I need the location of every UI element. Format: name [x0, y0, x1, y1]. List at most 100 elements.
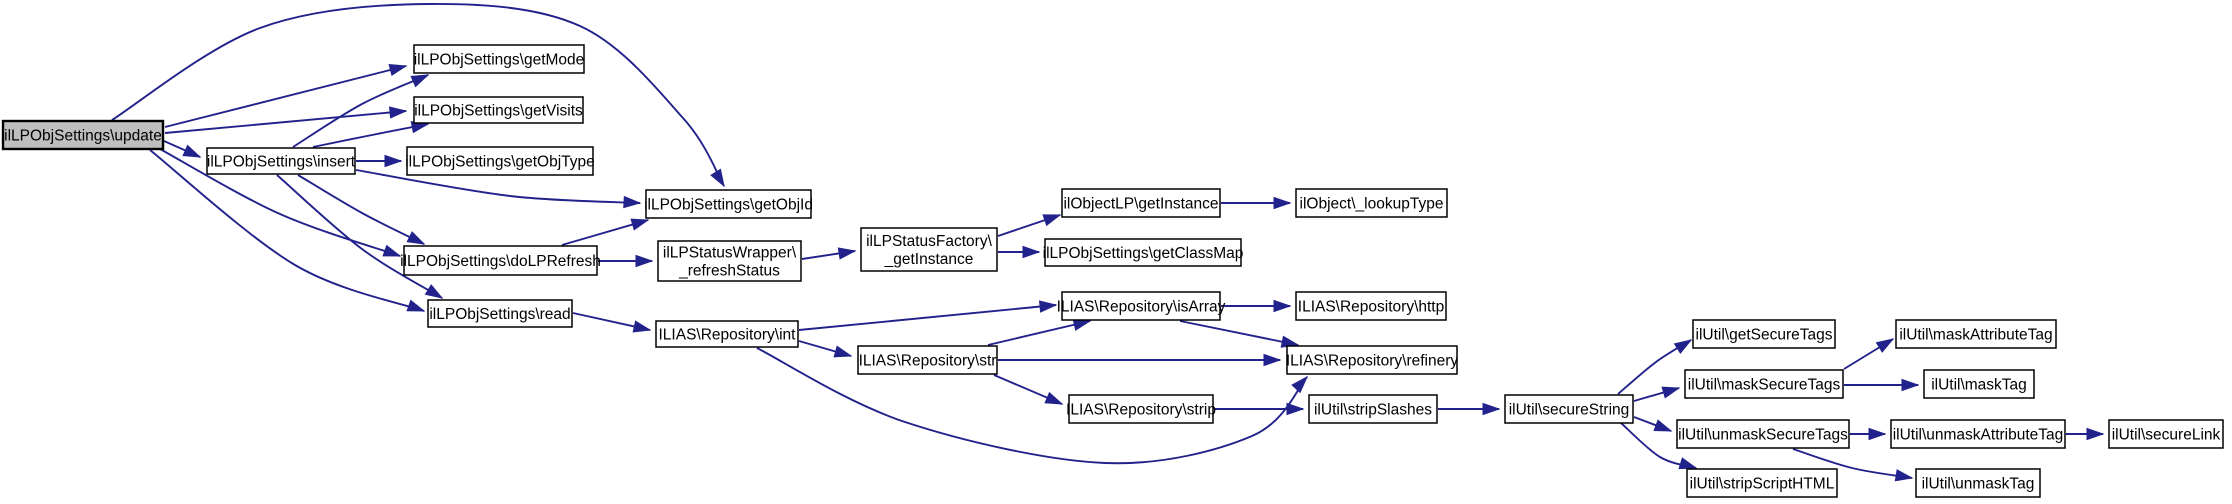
node-getClassMap[interactable]: ilLPObjSettings\getClassMap — [1043, 238, 1244, 267]
node-label: ilLPObjSettings\doLPRefresh — [400, 253, 601, 270]
node-label: ilObject\_lookupType — [1300, 196, 1444, 213]
node-box — [657, 240, 802, 282]
edge-update-getVisits — [164, 106, 408, 134]
node-box — [1061, 188, 1221, 218]
node-secureString[interactable]: ilUtil\secureString — [1504, 394, 1634, 424]
node-http[interactable]: ILIAS\Repository\http — [1295, 291, 1447, 321]
node-secureLink[interactable]: ilUtil\secureLink — [2108, 419, 2224, 449]
node-label: ilObjectLP\getInstance — [1063, 196, 1218, 213]
node-box — [1692, 319, 1836, 349]
node-label: ILIAS\Repository\str — [859, 353, 997, 370]
node-stripScriptHTML[interactable]: ilUtil\stripScriptHTML — [1686, 468, 1838, 498]
node-unmaskTag[interactable]: ilUtil\unmaskTag — [1915, 468, 2041, 498]
edge-insert-read — [276, 174, 444, 299]
node-box — [1684, 369, 1844, 399]
node-label: ilUtil\maskAttributeTag — [1899, 327, 2052, 344]
edge-insert-doLPRefresh — [297, 174, 426, 245]
node-int[interactable]: ILIAS\Repository\int — [655, 320, 799, 348]
edge-secureString-getSecureTags — [1617, 339, 1693, 395]
node-label: ILIAS\Repository\http — [1298, 299, 1444, 316]
node-box — [1068, 394, 1214, 424]
edge-refreshStatus-factoryGetInstance — [801, 247, 857, 260]
node-getMode[interactable]: ilLPObjSettings\getMode — [413, 44, 585, 74]
node-label: ilUtil\maskTag — [1931, 377, 2027, 394]
node-objectLPGetInstance[interactable]: ilObjectLP\getInstance — [1061, 188, 1221, 218]
node-box — [1, 119, 165, 151]
node-update[interactable]: ilLPObjSettings\update — [1, 119, 165, 151]
node-box — [406, 146, 594, 176]
node-box — [1923, 369, 2035, 399]
node-box — [1890, 419, 2066, 449]
edge-insert-getObjId — [355, 169, 642, 209]
node-str[interactable]: ILIAS\Repository\str — [857, 345, 998, 375]
node-box — [1686, 468, 1838, 498]
edge-int-refinery — [756, 347, 1309, 465]
node-lookupType[interactable]: ilObject\_lookupType — [1295, 188, 1448, 218]
node-box — [1676, 419, 1850, 449]
node-box — [403, 245, 598, 276]
node-label: ILIAS\Repository\isArray — [1057, 299, 1226, 316]
edge-maskSecureTags-maskAttributeTag — [1843, 338, 1895, 370]
node-box — [206, 147, 356, 175]
node-doLPRefresh[interactable]: ilLPObjSettings\doLPRefresh — [400, 245, 601, 276]
node-stripSlashes[interactable]: ilUtil\stripSlashes — [1308, 394, 1438, 424]
node-label: ilLPObjSettings\getObjType — [405, 154, 595, 171]
edge-str-isArray — [987, 318, 1092, 346]
node-maskSecureTags[interactable]: ilUtil\maskSecureTags — [1684, 369, 1844, 399]
node-label: ILIAS\Repository\int — [659, 327, 797, 344]
edge-unmaskSecureTags-unmaskTag — [1792, 448, 1914, 482]
node-label: ilLPObjSettings\update — [4, 128, 162, 145]
node-label: ilUtil\unmaskSecureTags — [1678, 427, 1848, 444]
edge-update-getObjId — [111, 3, 725, 188]
node-label: ilUtil\unmaskAttributeTag — [1893, 427, 2064, 444]
node-box — [1915, 468, 2041, 498]
node-isArray[interactable]: ILIAS\Repository\isArray — [1057, 291, 1226, 321]
node-box — [1295, 291, 1447, 321]
edge-update-insert — [163, 140, 202, 158]
node-box — [427, 299, 573, 328]
node-refinery[interactable]: ILIAS\Repository\refinery — [1286, 345, 1459, 375]
node-box — [1061, 291, 1221, 321]
node-read[interactable]: ilLPObjSettings\read — [427, 299, 573, 328]
edge-int-str — [798, 340, 853, 358]
node-box — [860, 227, 998, 272]
node-label: ilLPObjSettings\getObjId — [644, 197, 813, 214]
node-getVisits[interactable]: ilLPObjSettings\getVisits — [413, 96, 584, 124]
edge-str-strip — [993, 374, 1064, 405]
node-getObjId[interactable]: ilLPObjSettings\getObjId — [644, 189, 813, 219]
node-box — [413, 44, 585, 74]
edge-update-read — [149, 149, 426, 312]
node-label: ilLPStatusWrapper\_refreshStatus — [663, 245, 797, 280]
node-label: ilUtil\secureString — [1509, 402, 1630, 419]
node-factoryGetInstance[interactable]: ilLPStatusFactory\_getInstance — [860, 227, 998, 272]
edge-read-int — [572, 312, 652, 333]
edge-secureString-stripScriptHTML — [1620, 422, 1698, 470]
node-box — [645, 189, 812, 219]
node-maskAttributeTag[interactable]: ilUtil\maskAttributeTag — [1895, 319, 2057, 349]
edge-update-getMode — [164, 64, 408, 128]
node-label: ILIAS\Repository\refinery — [1286, 353, 1459, 370]
node-label: ilUtil\stripSlashes — [1314, 402, 1432, 419]
node-box — [1895, 319, 2057, 349]
node-getObjType[interactable]: ilLPObjSettings\getObjType — [405, 146, 595, 176]
node-label: ilLPObjSettings\getClassMap — [1043, 245, 1244, 262]
node-unmaskAttributeTag[interactable]: ilUtil\unmaskAttributeTag — [1890, 419, 2066, 449]
node-getSecureTags[interactable]: ilUtil\getSecureTags — [1692, 319, 1836, 349]
node-label: ilUtil\secureLink — [2112, 427, 2221, 444]
edge-int-isArray — [798, 300, 1058, 331]
node-maskTag[interactable]: ilUtil\maskTag — [1923, 369, 2035, 399]
node-label: ilUtil\maskSecureTags — [1688, 377, 1841, 394]
node-strip[interactable]: ILIAS\Repository\strip — [1066, 394, 1216, 424]
node-box — [2108, 419, 2224, 449]
edge-layer — [111, 3, 2105, 482]
node-box — [857, 345, 998, 375]
node-box — [655, 320, 799, 348]
node-insert[interactable]: ilLPObjSettings\insert — [206, 147, 356, 175]
node-label: ilLPObjSettings\insert — [207, 154, 356, 171]
edge-update-doLPRefresh — [159, 148, 402, 257]
node-box — [413, 96, 584, 124]
node-unmaskSecureTags[interactable]: ilUtil\unmaskSecureTags — [1676, 419, 1850, 449]
node-refreshStatus[interactable]: ilLPStatusWrapper\_refreshStatus — [657, 240, 802, 282]
node-label: ilLPObjSettings\read — [429, 306, 570, 323]
